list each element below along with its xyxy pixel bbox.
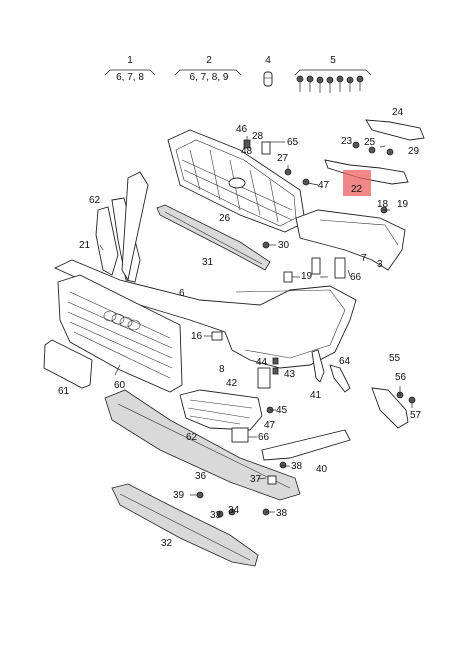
part-label: 46 [236, 124, 248, 135]
fog-grille-part-62 [179, 389, 263, 431]
group-header-1-contents: 6, 7, 8 [116, 72, 144, 83]
corner-trim-part-55 [371, 387, 409, 429]
part-label: 19 [397, 199, 409, 210]
part-label: 16 [191, 331, 203, 342]
group-header-2-number: 2 [206, 55, 212, 66]
part-label: 27 [277, 153, 289, 164]
part-label: 37 [250, 474, 262, 485]
clip-part-4 [263, 71, 273, 87]
part-label: 21 [79, 240, 91, 251]
lower-trim-part-42 [261, 429, 351, 461]
part-label: 28 [252, 131, 264, 142]
part-label: 62 [89, 195, 101, 206]
part-label: 66 [258, 432, 270, 443]
part-label: 41 [310, 390, 322, 401]
fastener-set-part-5 [296, 75, 364, 93]
part-label: 19 [301, 271, 313, 282]
part-label: 45 [276, 405, 288, 416]
part-label: 34 [228, 505, 240, 516]
part-label: 25 [364, 137, 376, 148]
part-label: 18 [377, 199, 389, 210]
part-label: 33 [210, 510, 222, 521]
part-label: 30 [278, 240, 290, 251]
part-label: 43 [284, 369, 296, 380]
main-grille-part-60 [57, 274, 183, 393]
part-label: 48 [241, 146, 253, 157]
part-label: 23 [341, 136, 353, 147]
part-label: 26 [219, 213, 231, 224]
underbody-cover-part-36 [104, 389, 301, 501]
part-label: 32 [161, 538, 173, 549]
part-label: 47 [264, 420, 276, 431]
part-label: 38 [276, 508, 288, 519]
part-label: 36 [195, 471, 207, 482]
part-label: 39 [173, 490, 185, 501]
lower-spoiler-part-32 [111, 483, 259, 567]
part-label: 6 [179, 288, 185, 299]
group-header-4-number: 4 [265, 55, 271, 66]
reinforcement-bar-part-30 [156, 204, 271, 271]
part-label: 60 [114, 380, 126, 391]
part-label: 56 [395, 372, 407, 383]
trim-strip-part-44 [311, 349, 325, 383]
group-header-1-number: 1 [127, 55, 133, 66]
licence-plate-bracket-part-61 [43, 339, 93, 389]
part-label: 7 [361, 253, 367, 264]
part-label: 44 [256, 357, 268, 368]
vertical-strip-part-6 [121, 171, 149, 282]
group-header-2-contents: 6, 7, 8, 9 [189, 72, 229, 83]
trim-strip-part-63 [329, 364, 351, 393]
part-label: 29 [408, 146, 420, 157]
part-label: 40 [316, 464, 328, 475]
part-label: 66 [350, 272, 362, 283]
part-label: 64 [339, 356, 351, 367]
part-label: 3 [377, 259, 383, 270]
part-label: 42 [226, 378, 238, 389]
part-label: 24 [392, 107, 404, 118]
leader-lines [99, 136, 413, 513]
part-label: 31 [202, 257, 214, 268]
part-label: 62 [186, 432, 198, 443]
part-label: 47 [318, 180, 330, 191]
part-label: 55 [389, 353, 401, 364]
group-header-lines [104, 69, 372, 76]
part-label: 8 [219, 364, 225, 375]
part-label: 61 [58, 386, 70, 397]
highlighted-part-marker [343, 170, 371, 196]
part-label: 38 [291, 461, 303, 472]
group-header-5-number: 5 [330, 55, 336, 66]
part-label: 65 [287, 137, 299, 148]
highlighted-part-label: 22 [351, 184, 363, 195]
bumper-cover [53, 259, 357, 369]
part-label: 57 [410, 410, 422, 421]
side-bracket-part-7 [295, 209, 406, 271]
upper-trim-part-24 [365, 119, 425, 141]
